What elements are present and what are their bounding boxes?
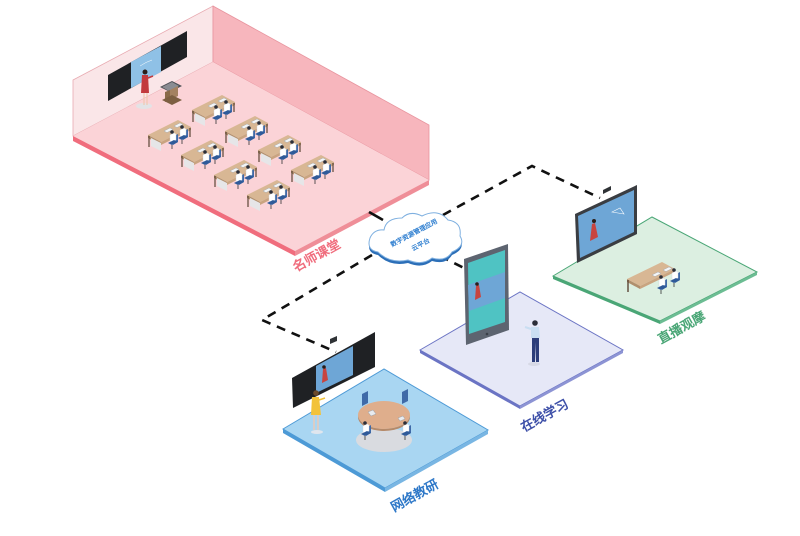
round-table	[356, 389, 412, 452]
online-tablet	[464, 244, 509, 345]
blackboard	[108, 31, 187, 101]
connection-line-live-observation	[442, 164, 601, 217]
teaching-research-display	[292, 332, 375, 408]
live-observation-table	[627, 262, 681, 295]
classroom-floor	[73, 62, 429, 251]
live-monitor	[575, 185, 637, 263]
teaching-research-presenter	[311, 390, 326, 434]
online-learning-platform	[418, 291, 625, 407]
podium	[160, 81, 182, 105]
connection-line-teaching-research	[259, 253, 373, 354]
teacher-figure	[136, 69, 154, 109]
online-learner	[524, 320, 540, 366]
teaching-research-area: 网络教研	[282, 332, 490, 515]
cloud-platform: 数字资源管理应用 云平台	[368, 212, 463, 266]
connection-line-classroom	[368, 210, 384, 222]
classroom-room: 名师课堂	[72, 5, 430, 275]
online-learning-area: 在线学习	[418, 244, 625, 435]
live-observation-area: 直播观摩	[551, 185, 759, 347]
